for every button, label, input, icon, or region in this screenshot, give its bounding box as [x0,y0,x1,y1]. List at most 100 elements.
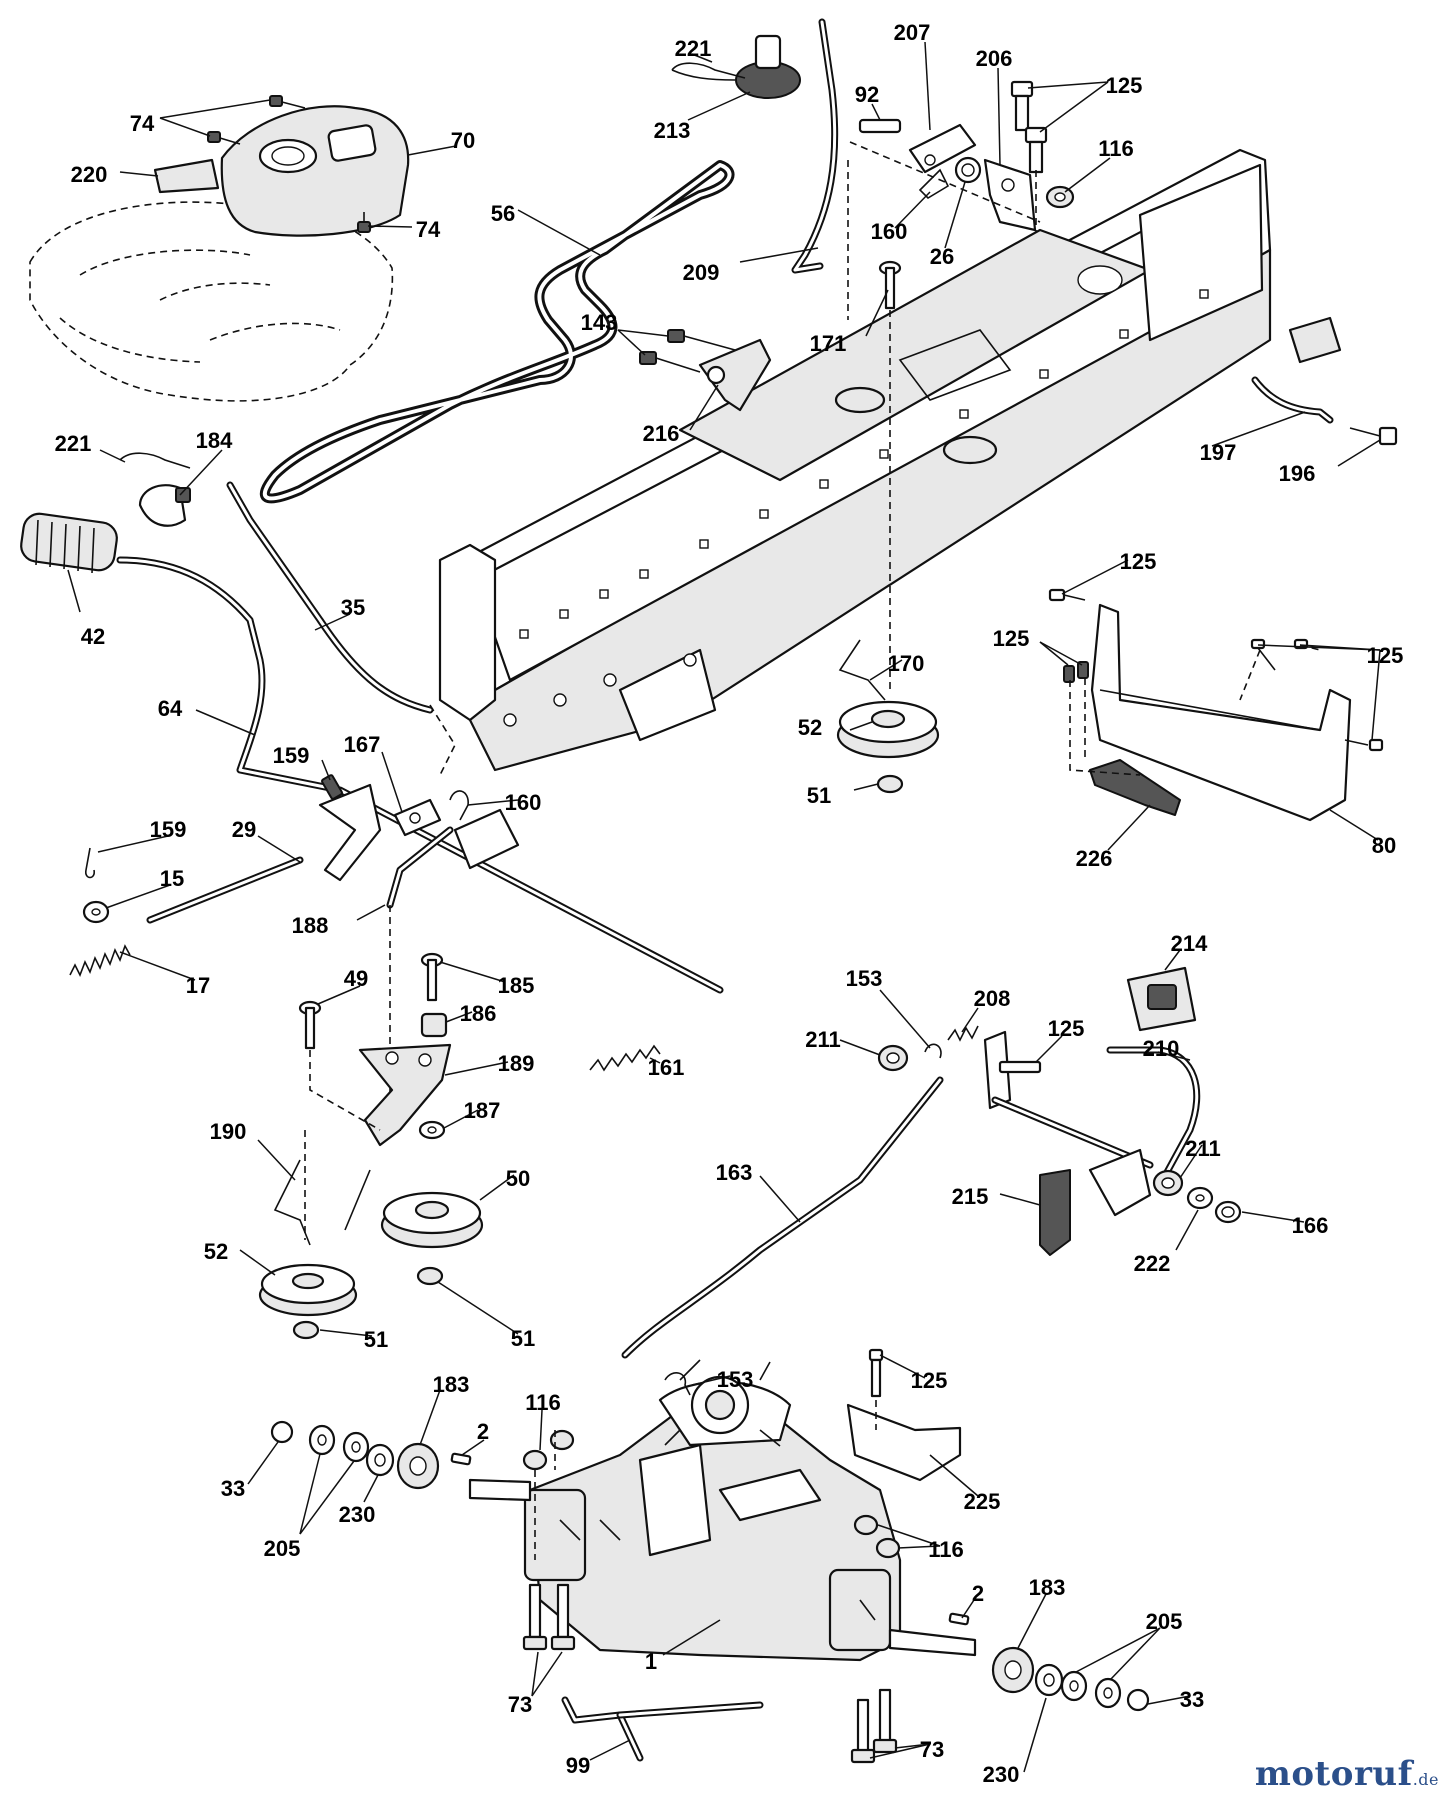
callout-220: 220 [71,162,108,187]
callout-166: 166 [1292,1213,1329,1238]
callout-73: 73 [508,1692,532,1717]
callout-216: 216 [643,421,680,446]
drive-belt [259,160,735,504]
callout-205: 205 [264,1536,301,1561]
ring-33-left [270,1420,294,1444]
callout-210: 210 [1143,1036,1180,1061]
pin-159-upper [321,774,343,800]
callout-170: 170 [888,651,925,676]
callout-160: 160 [505,790,542,815]
spring-17 [69,944,131,977]
ring-33-right [1126,1688,1150,1712]
callout-214: 214 [1171,931,1208,956]
callout-125: 125 [1106,73,1143,98]
rod-35 [226,481,434,714]
callout-183: 183 [433,1372,470,1397]
callout-2: 2 [972,1581,984,1606]
pedal-arm-210 [1106,1046,1201,1189]
pedal-pad-214 [1126,966,1197,1032]
rod-197 [1251,376,1334,424]
callout-92: 92 [855,82,879,107]
callout-208: 208 [974,986,1011,1011]
bushing-183-left [396,1442,440,1490]
callout-125: 125 [1048,1016,1085,1041]
callout-15: 15 [160,866,184,891]
arm-29 [146,783,382,924]
callout-26: 26 [930,244,954,269]
callout-29: 29 [232,817,256,842]
bolts-125-cover [1048,588,1384,752]
callout-99: 99 [566,1753,590,1778]
rod-188 [386,826,454,909]
callout-186: 186 [460,1001,497,1026]
callout-33: 33 [221,1476,245,1501]
callout-221: 221 [55,431,92,456]
callout-35: 35 [341,595,365,620]
bolts-143 [639,329,736,373]
bracket-207 [908,123,977,174]
callout-161: 161 [648,1055,685,1080]
dashed-guides-transaxle [534,1400,877,1560]
callout-215: 215 [952,1184,989,1209]
callout-184: 184 [196,428,233,453]
nuts-116-transaxle [522,1429,901,1559]
fuel-tank [220,105,410,237]
callout-185: 185 [498,973,535,998]
bushing-211-upper [877,1044,909,1072]
callout-51: 51 [364,1327,388,1352]
callout-225: 225 [964,1489,1001,1514]
rod-163 [621,1076,944,1359]
callout-163: 163 [716,1160,753,1185]
tank-screws [207,95,371,233]
leader-lines [67,41,1381,1773]
watermark-name: motoruf [1254,1754,1413,1794]
callout-153: 153 [846,966,883,991]
bushing-211-lower [1152,1169,1184,1197]
hairpin-clip-221b [119,452,191,469]
washers-205-right [1060,1670,1122,1709]
key-2-left [450,1452,472,1466]
transaxle [468,1359,977,1662]
pivot-plate-206 [983,158,1037,232]
callout-116: 116 [928,1537,964,1562]
washer-230-right [1034,1663,1064,1697]
seat-outline [29,201,394,402]
handle-grip [20,512,118,574]
callout-197: 197 [1200,440,1237,465]
callout-42: 42 [81,624,105,649]
bracket-170 [838,639,886,701]
dashed-guide-189 [304,1050,381,1240]
bolt-185 [420,952,444,1002]
bolt-125-pedal [998,1060,1042,1074]
pulley-52-right [836,700,940,759]
idler-arm-189 [358,1043,452,1147]
brake-plate [453,808,520,870]
callout-159: 159 [150,817,187,842]
pulley-52-left [258,1263,358,1317]
bracket-190 [273,1159,371,1246]
callout-74: 74 [130,111,155,136]
spring-208 [947,1025,979,1042]
callout-64: 64 [158,696,183,721]
bolt-125-transaxle [868,1348,884,1398]
callout-1: 1 [645,1649,657,1674]
callout-52: 52 [798,715,822,740]
callout-209: 209 [683,260,720,285]
bracket-167 [393,798,442,837]
callout-50: 50 [506,1166,530,1191]
callout-52: 52 [204,1239,228,1264]
callout-205: 205 [1146,1609,1183,1634]
hairpin-clip [671,62,746,81]
callout-230: 230 [339,1502,376,1527]
bracket-225 [846,1403,962,1482]
shaft-64 [116,556,724,994]
washer-222 [1186,1186,1214,1210]
callout-183: 183 [1029,1575,1066,1600]
callout-196: 196 [1279,461,1316,486]
callout-160: 160 [871,219,908,244]
washer-230-left [365,1443,395,1477]
callout-125: 125 [911,1368,948,1393]
spring-161 [589,1044,661,1072]
fuel-tank-label-220 [153,158,220,194]
clip-153-lower [664,1372,691,1396]
